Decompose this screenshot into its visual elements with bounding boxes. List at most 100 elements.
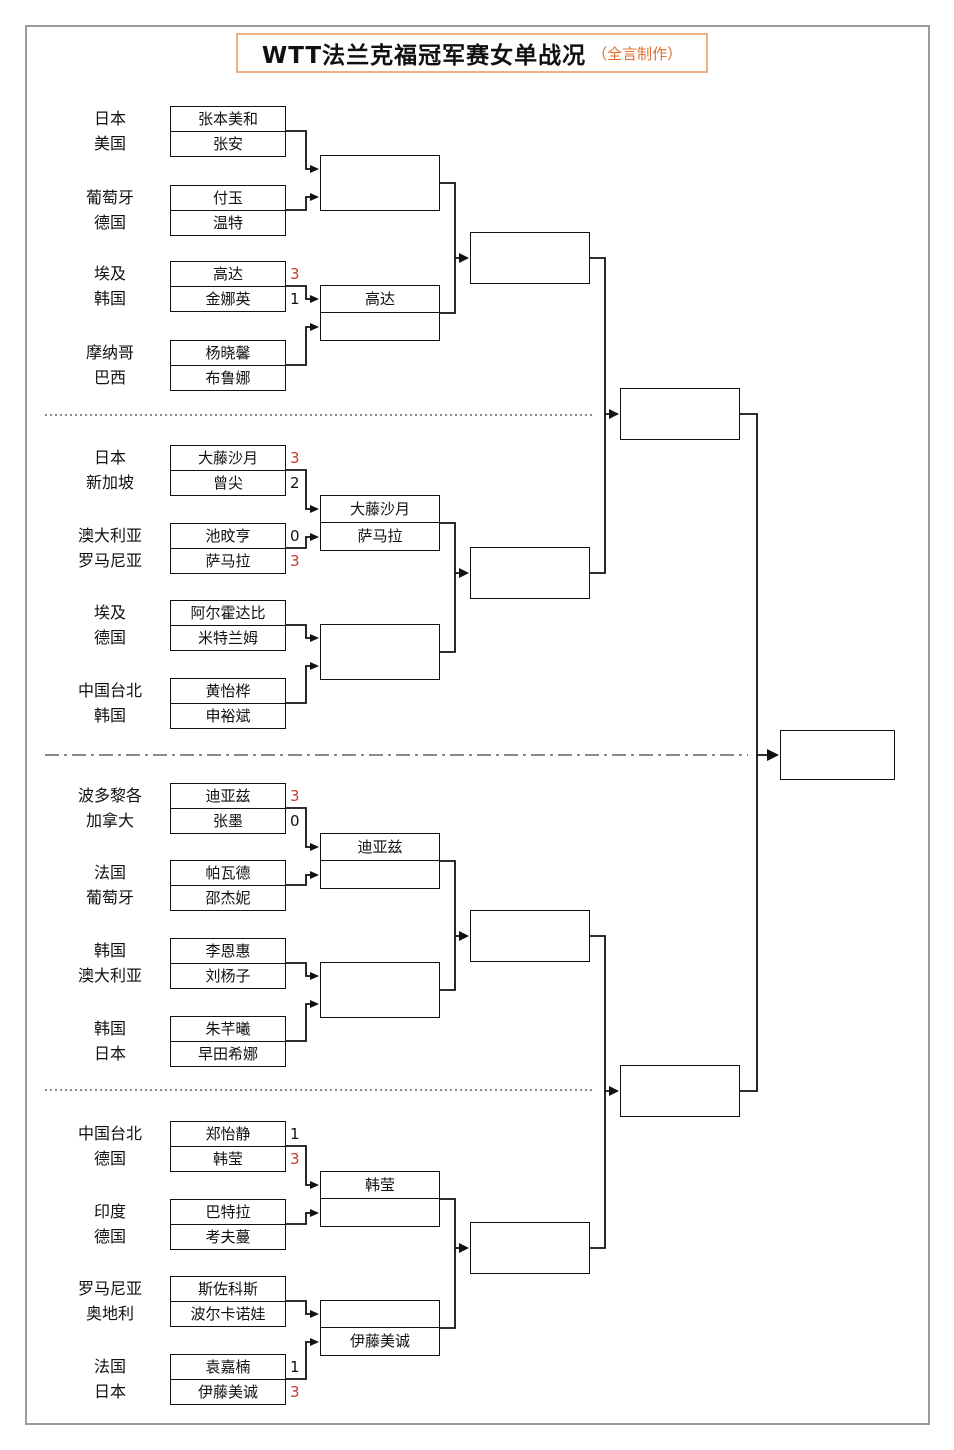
player-name-box: 迪亚兹 xyxy=(170,783,286,809)
final-box xyxy=(780,730,895,780)
country-label: 加拿大 xyxy=(85,811,134,830)
round2-winner-bottom: 萨马拉 xyxy=(357,527,403,545)
player-name-box: 斯佐科斯 xyxy=(170,1276,286,1302)
player-name-box: 袁嘉楠 xyxy=(170,1354,286,1380)
country-label: 德国 xyxy=(93,628,126,647)
round2-winner-top xyxy=(321,625,439,652)
player-name-box: 刘杨子 xyxy=(170,963,286,989)
player-name-box: 张本美和 xyxy=(170,106,286,132)
score-label: 1 xyxy=(290,290,300,308)
country-label: 日本 xyxy=(93,1382,126,1401)
score-label: 3 xyxy=(290,552,300,570)
player-name-box: 李恩惠 xyxy=(170,938,286,964)
player-name-box: 帕瓦德 xyxy=(170,860,286,886)
player-name-box: 萨马拉 xyxy=(170,548,286,574)
round2-winner-top xyxy=(321,156,439,183)
country-label: 澳大利亚 xyxy=(77,966,142,985)
round2-winner-top xyxy=(321,963,439,990)
semifinal-box xyxy=(620,388,740,440)
country-label: 德国 xyxy=(93,1149,126,1168)
round2-winner-bottom xyxy=(321,652,439,679)
country-label: 埃及 xyxy=(93,264,126,283)
round2-box xyxy=(320,962,440,1018)
round2-winner-top: 迪亚兹 xyxy=(321,834,439,861)
country-label: 澳大利亚 xyxy=(77,526,142,545)
country-label: 中国台北 xyxy=(77,681,142,700)
round2-winner-top: 大藤沙月 xyxy=(321,496,439,523)
country-label: 罗马尼亚 xyxy=(77,551,142,570)
country-label: 印度 xyxy=(93,1202,126,1221)
player-name-box: 考夫蔓 xyxy=(170,1224,286,1250)
country-label: 日本 xyxy=(93,109,126,128)
player-name-box: 邵杰妮 xyxy=(170,885,286,911)
player-name-box: 金娜英 xyxy=(170,286,286,312)
semifinal-box xyxy=(620,1065,740,1117)
round2-box: 伊藤美诚 xyxy=(320,1300,440,1356)
country-label: 韩国 xyxy=(93,941,126,960)
player-name-box: 米特兰姆 xyxy=(170,625,286,651)
round2-winner-bottom xyxy=(321,313,439,340)
round2-winner-bottom xyxy=(321,990,439,1017)
player-name-box: 曾尖 xyxy=(170,470,286,496)
country-label: 日本 xyxy=(93,448,126,467)
score-label: 0 xyxy=(290,812,300,830)
round2-winner-top xyxy=(321,1301,439,1328)
player-name-box: 杨晓馨 xyxy=(170,340,286,366)
player-name-box: 大藤沙月 xyxy=(170,445,286,471)
player-name-box: 朱芊曦 xyxy=(170,1016,286,1042)
title-box: WTT法兰克福冠军赛女单战况 （全言制作） xyxy=(236,33,708,73)
quarterfinal-box xyxy=(470,547,590,599)
quarterfinal-box xyxy=(470,232,590,284)
quarterfinal-box xyxy=(470,910,590,962)
country-label: 韩国 xyxy=(93,289,126,308)
player-name-box: 早田希娜 xyxy=(170,1041,286,1067)
score-label: 1 xyxy=(290,1358,300,1376)
round2-box: 韩莹 xyxy=(320,1171,440,1227)
country-label: 巴西 xyxy=(93,368,126,387)
round2-winner-top: 高达 xyxy=(321,286,439,313)
country-label: 韩国 xyxy=(93,1019,126,1038)
country-label: 葡萄牙 xyxy=(85,188,134,207)
round2-box: 迪亚兹 xyxy=(320,833,440,889)
round2-winner-bottom xyxy=(321,183,439,210)
score-label: 3 xyxy=(290,1150,300,1168)
round2-box: 大藤沙月 萨马拉 xyxy=(320,495,440,551)
country-label: 德国 xyxy=(93,1227,126,1246)
player-name-box: 韩莹 xyxy=(170,1146,286,1172)
player-name-box: 高达 xyxy=(170,261,286,287)
country-label: 奥地利 xyxy=(85,1304,134,1323)
player-name-box: 温特 xyxy=(170,210,286,236)
country-label: 韩国 xyxy=(93,706,126,725)
round2-box xyxy=(320,624,440,680)
score-label: 3 xyxy=(290,265,300,283)
score-label: 0 xyxy=(290,527,300,545)
score-label: 3 xyxy=(290,787,300,805)
player-name-box: 布鲁娜 xyxy=(170,365,286,391)
player-name-box: 张墨 xyxy=(170,808,286,834)
quarterfinal-box xyxy=(470,1222,590,1274)
credit-label: （全言制作） xyxy=(592,44,683,63)
round2-winner-top: 韩莹 xyxy=(321,1172,439,1199)
country-label: 新加坡 xyxy=(85,473,134,492)
country-label: 埃及 xyxy=(93,603,126,622)
player-name-box: 黄怡桦 xyxy=(170,678,286,704)
round2-winner-bottom xyxy=(321,1199,439,1226)
round2-winner-bottom xyxy=(321,861,439,888)
country-label: 法国 xyxy=(93,863,126,882)
country-label: 德国 xyxy=(93,213,126,232)
country-label: 葡萄牙 xyxy=(85,888,134,907)
score-label: 2 xyxy=(290,474,300,492)
country-label: 日本 xyxy=(93,1044,126,1063)
round2-winner-bottom: 伊藤美诚 xyxy=(349,1332,410,1350)
country-label: 法国 xyxy=(93,1357,126,1376)
country-label: 中国台北 xyxy=(77,1124,142,1143)
score-label: 3 xyxy=(290,449,300,467)
tournament-title: WTT法兰克福冠军赛女单战况 xyxy=(261,43,587,69)
player-name-box: 巴特拉 xyxy=(170,1199,286,1225)
country-label: 罗马尼亚 xyxy=(77,1279,142,1298)
player-name-box: 池旼亨 xyxy=(170,523,286,549)
round2-box xyxy=(320,155,440,211)
player-name-box: 伊藤美诚 xyxy=(170,1379,286,1405)
country-label: 摩纳哥 xyxy=(85,343,134,362)
player-name-box: 阿尔霍达比 xyxy=(170,600,286,626)
